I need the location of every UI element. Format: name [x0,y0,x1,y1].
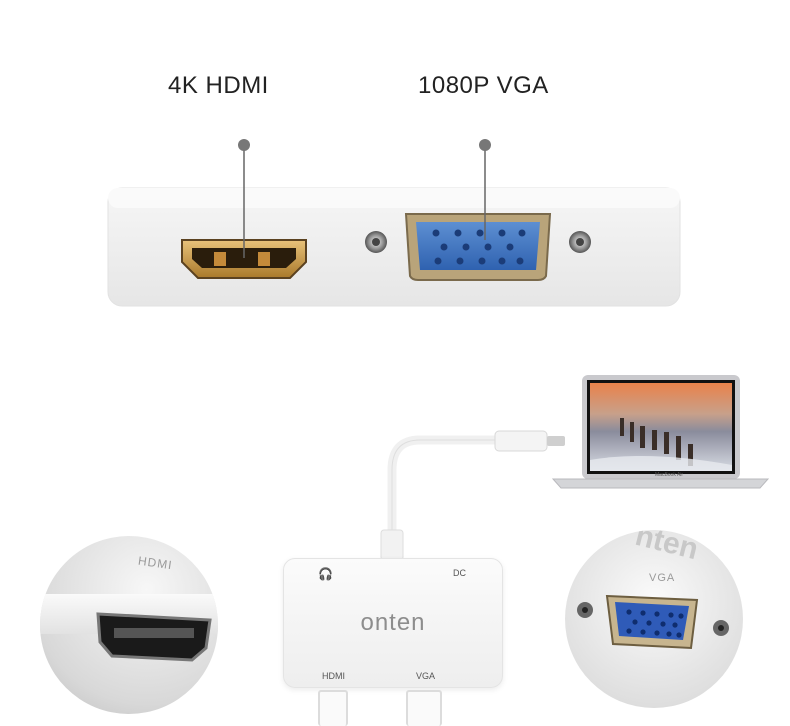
hdmi-cable-stub [318,690,348,726]
dc-port-label: DC [453,568,466,578]
headphone-icon: 🎧 [318,567,333,581]
hdmi-cable-label: HDMI [322,671,345,681]
vga-closeup: nten VGA [565,530,743,708]
vga-port-label: 1080P VGA [418,72,549,99]
vga-cable-stub [406,690,442,726]
brand-fragment-text: nten [632,530,702,567]
hdmi-port-icon [181,239,307,279]
cable-and-laptop: MacBook Air [380,375,770,561]
vga-cable-label: VGA [416,671,436,681]
hdmi-closeup-port-icon [96,612,212,662]
svg-text:MacBook Air: MacBook Air [655,472,683,478]
laptop-icon: MacBook Air [551,375,770,489]
adapter-port-panel [107,139,681,307]
hdmi-port-label: 4K HDMI [168,72,269,99]
vga-closeup-text: VGA [649,572,676,584]
hdmi-closeup-text: HDMI [137,553,174,573]
hdmi-closeup: HDMI [40,536,218,714]
brand-logo: onten [360,609,426,636]
vga-port-icon [404,213,552,281]
vga-closeup-port-icon [577,594,729,650]
adapter-body: 🎧 DC onten HDMI VGA [283,558,503,688]
